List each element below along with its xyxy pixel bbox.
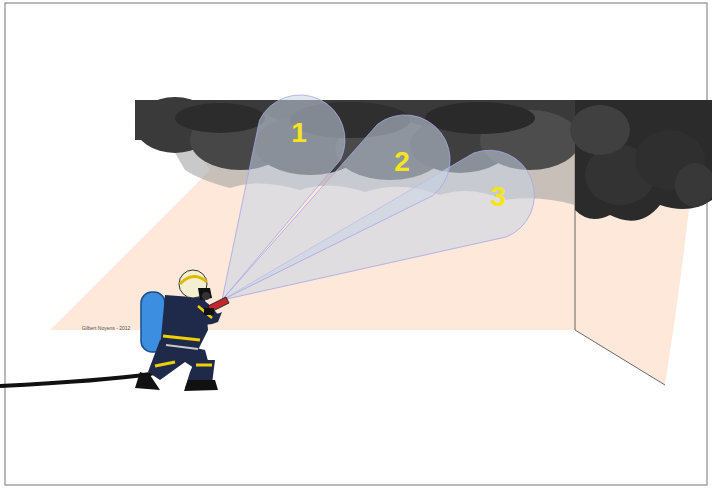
watermark: Gilbert Noyens - 2012: [82, 326, 131, 331]
water-spray: [222, 95, 534, 300]
firefighter: [135, 270, 229, 391]
callout-number: 2: [394, 148, 410, 176]
frame: [5, 3, 707, 485]
callout-number: 3: [490, 183, 506, 211]
callout-number: 1: [291, 119, 307, 147]
